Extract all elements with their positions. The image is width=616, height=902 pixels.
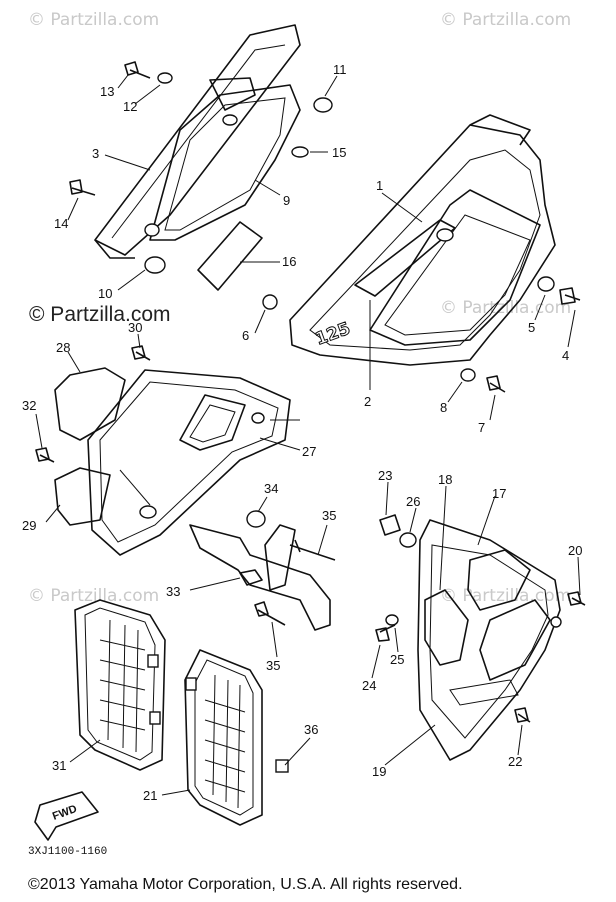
callout-16: 16 xyxy=(282,254,296,269)
callout-36: 36 xyxy=(304,722,318,737)
callout-1: 1 xyxy=(376,178,383,193)
radiator-cover-left xyxy=(54,367,291,556)
callout-18: 18 xyxy=(438,472,452,487)
side-cover-left xyxy=(94,24,301,259)
fasteners-upper-left xyxy=(69,61,333,274)
callout-35-lower: 35 xyxy=(266,658,280,673)
watermark-top-right: © Partzilla.com xyxy=(440,10,572,30)
callout-11: 11 xyxy=(333,62,347,77)
callout-10: 10 xyxy=(98,286,112,301)
bracket-assembly xyxy=(189,510,336,631)
copyright-notice: ©2013 Yamaha Motor Corporation, U.S.A. A… xyxy=(28,876,463,893)
callout-24: 24 xyxy=(362,678,376,693)
side-cover-right xyxy=(289,114,556,366)
callout-8: 8 xyxy=(440,400,447,415)
callout-23: 23 xyxy=(378,468,392,483)
callout-27: 27 xyxy=(302,444,316,459)
callout-6: 6 xyxy=(242,328,249,343)
radiator-cover-right xyxy=(379,514,562,761)
watermark-top-left: © Partzilla.com xyxy=(28,10,160,30)
callout-32: 32 xyxy=(22,398,36,413)
callout-7: 7 xyxy=(478,420,485,435)
callout-25: 25 xyxy=(390,652,404,667)
radiator-guard-right xyxy=(184,649,289,826)
callout-20: 20 xyxy=(568,543,582,558)
callout-30: 30 xyxy=(128,320,142,335)
callout-12: 12 xyxy=(123,99,137,114)
callout-2: 2 xyxy=(364,394,371,409)
callout-21: 21 xyxy=(143,788,157,803)
callout-17: 17 xyxy=(492,486,506,501)
callout-29: 29 xyxy=(22,518,36,533)
callout-26: 26 xyxy=(406,494,420,509)
callout-3: 3 xyxy=(92,146,99,161)
callout-9: 9 xyxy=(283,193,290,208)
callout-33: 33 xyxy=(166,584,180,599)
callout-5: 5 xyxy=(528,320,535,335)
callout-22: 22 xyxy=(508,754,522,769)
watermark-main: © Partzilla.com xyxy=(29,303,171,326)
callout-35-upper: 35 xyxy=(322,508,336,523)
watermark-lower-right: © Partzilla.com xyxy=(440,586,572,606)
watermark-lower-left: © Partzilla.com xyxy=(28,586,160,606)
diagram-code: 3XJ1100-1160 xyxy=(28,846,108,858)
callout-15: 15 xyxy=(332,145,346,160)
callout-28: 28 xyxy=(56,340,70,355)
sticker-part xyxy=(197,221,263,291)
callout-13: 13 xyxy=(100,84,114,99)
fasteners-upper-right xyxy=(262,276,581,393)
callout-19: 19 xyxy=(372,764,386,779)
callout-numbers: 1 2 3 4 5 6 7 8 9 10 11 12 13 14 15 16 1… xyxy=(22,62,582,803)
callout-31: 31 xyxy=(52,758,66,773)
fasteners-left-radiator xyxy=(35,345,151,463)
watermark-mid-right: © Partzilla.com xyxy=(440,298,572,318)
callout-14: 14 xyxy=(54,216,68,231)
callout-34: 34 xyxy=(264,481,278,496)
fasteners-right-radiator xyxy=(375,591,586,723)
radiator-guard-left xyxy=(74,599,166,771)
leader-lines xyxy=(35,74,581,796)
callout-4: 4 xyxy=(562,348,569,363)
forward-direction-arrow xyxy=(34,791,99,841)
